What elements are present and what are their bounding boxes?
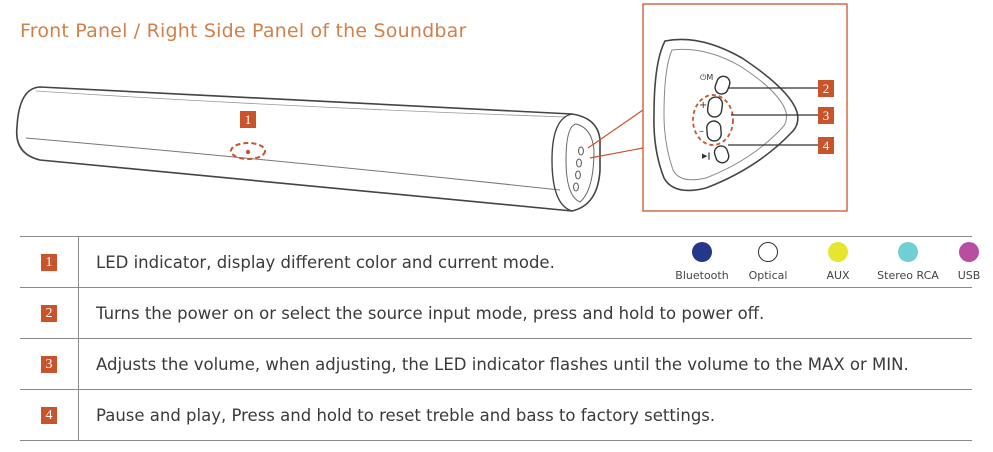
callout-2: 2 — [823, 81, 830, 96]
callout-1: 1 — [245, 112, 252, 127]
color-swatch-usb — [959, 242, 979, 262]
page-title: Front Panel / Right Side Panel of the So… — [20, 20, 467, 42]
table-row: 3 Adjusts the volume, when adjusting, th… — [20, 338, 972, 389]
callout-3: 3 — [823, 108, 830, 123]
side-button-1 — [578, 146, 584, 156]
legend-item: Optical — [736, 242, 800, 282]
color-swatch-optical — [758, 242, 778, 262]
legend-item: Stereo RCA — [868, 242, 948, 282]
side-button-4 — [573, 182, 579, 192]
mode-button — [714, 75, 731, 95]
volume-down-button — [706, 120, 722, 142]
color-swatch-stereo-rca — [898, 242, 918, 262]
row-number: 4 — [41, 406, 57, 424]
feature-table: 1 LED indicator, display different color… — [20, 236, 980, 441]
row-number: 2 — [41, 304, 57, 322]
row-description: LED indicator, display different color a… — [96, 252, 555, 272]
color-swatch-aux — [828, 242, 848, 262]
row-description: Turns the power on or select the source … — [96, 303, 765, 323]
led-color-legend: Bluetooth Optical AUX Stereo RCA USB — [668, 242, 990, 282]
side-button-2 — [576, 158, 582, 168]
plus-label: + — [699, 100, 707, 111]
row-number: 1 — [41, 253, 57, 271]
soundbar-illustration: 1 ⏻M + – ▶‖ 2 3 4 — [15, 3, 848, 212]
legend-item: USB — [948, 242, 990, 282]
soundbar-body: 1 — [15, 86, 601, 212]
table-row: 2 Turns the power on or select the sourc… — [20, 287, 972, 338]
row-description: Adjusts the volume, when adjusting, the … — [96, 354, 909, 374]
volume-up-button — [706, 96, 724, 118]
side-button-3 — [575, 170, 581, 180]
row-number: 3 — [41, 355, 57, 373]
legend-item: AUX — [810, 242, 866, 282]
volume-highlight-dashed — [692, 94, 734, 146]
led-indicator — [245, 149, 251, 155]
play-pause-button — [713, 145, 730, 164]
row-description: Pause and play, Press and hold to reset … — [96, 405, 716, 425]
side-panel-zoom: ⏻M + – ▶‖ 2 3 4 — [642, 3, 848, 212]
play-label: ▶‖ — [702, 152, 711, 160]
legend-item: Bluetooth — [668, 242, 736, 282]
color-swatch-bluetooth — [692, 242, 712, 262]
minus-label: – — [699, 126, 704, 137]
table-row: 1 LED indicator, display different color… — [20, 236, 980, 287]
callout-4: 4 — [823, 138, 830, 153]
table-row: 4 Pause and play, Press and hold to rese… — [20, 389, 972, 441]
led-highlight-dashed — [230, 142, 266, 160]
mode-label: ⏻M — [700, 73, 713, 82]
